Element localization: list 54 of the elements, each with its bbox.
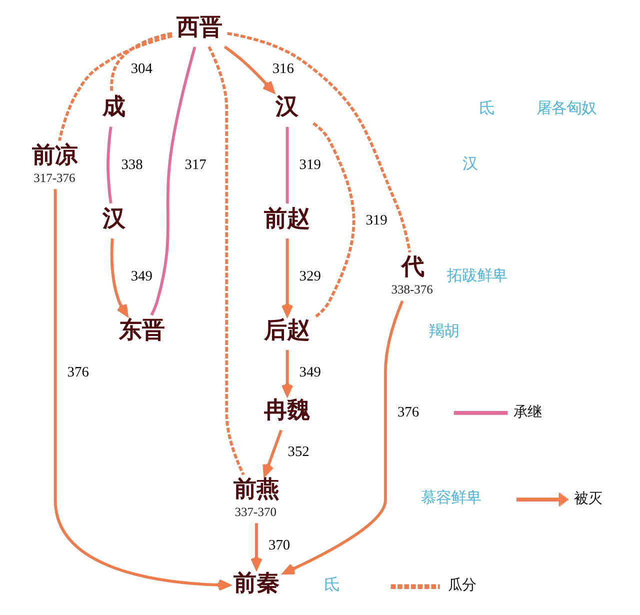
legend-label: 承继	[513, 404, 542, 420]
arrow	[54, 189, 230, 591]
label: 羯胡	[428, 322, 459, 340]
node-text: 汉	[102, 204, 126, 232]
arrow	[110, 238, 128, 316]
arrow	[262, 430, 283, 476]
node-text: 成	[102, 93, 126, 120]
edge-label: 317	[184, 156, 206, 173]
node-text: 前凉	[32, 141, 78, 168]
legend-label: 被灭	[574, 490, 602, 507]
arrow	[250, 523, 262, 570]
node-text: 前燕	[233, 475, 280, 502]
connector	[312, 122, 356, 318]
edge-label: 349	[299, 364, 321, 380]
edge-label: 319	[299, 156, 321, 173]
label: 氐	[478, 98, 494, 117]
connector	[208, 46, 245, 476]
connector	[286, 126, 289, 204]
node-text: 前秦	[233, 570, 280, 597]
node-text: 西晋	[176, 13, 223, 40]
node-text: 冉魏	[264, 396, 310, 424]
node-text: 代	[401, 253, 424, 280]
edge-label: 316	[272, 61, 294, 78]
connector	[106, 126, 112, 204]
edge-label: 349	[130, 268, 152, 285]
arrow	[224, 46, 275, 94]
connector	[150, 46, 196, 316]
arrow	[282, 238, 294, 317]
connector	[58, 34, 173, 142]
arrow	[282, 350, 294, 396]
label: 屠各匈奴	[536, 98, 597, 117]
edge-label: 352	[288, 444, 310, 460]
label: 拓跋鲜卑	[447, 266, 508, 284]
node-text: 前赵	[264, 204, 310, 232]
edge-label: 329	[299, 268, 321, 285]
node-label: 317-376	[34, 170, 76, 185]
node-text: 东晋	[118, 316, 165, 344]
edge-label: 319	[366, 212, 388, 229]
edge-label: 338	[121, 156, 143, 173]
edge-label: 370	[268, 538, 290, 554]
node-label: 338-376	[391, 282, 433, 296]
node-text: 后赵	[264, 316, 310, 344]
edge-label: 304	[130, 61, 152, 78]
connector	[110, 32, 172, 92]
node-text: 汉	[276, 93, 299, 120]
arrow	[282, 300, 404, 574]
edge-label: 376	[397, 404, 420, 420]
label: 慕容鲜卑	[421, 488, 482, 507]
edge-label: 376	[67, 364, 89, 380]
label: 汉	[462, 154, 478, 173]
node-label: 337-370	[234, 504, 276, 519]
legend-label: 瓜分	[448, 578, 476, 594]
label: 氐	[324, 575, 339, 594]
connector	[227, 32, 412, 253]
